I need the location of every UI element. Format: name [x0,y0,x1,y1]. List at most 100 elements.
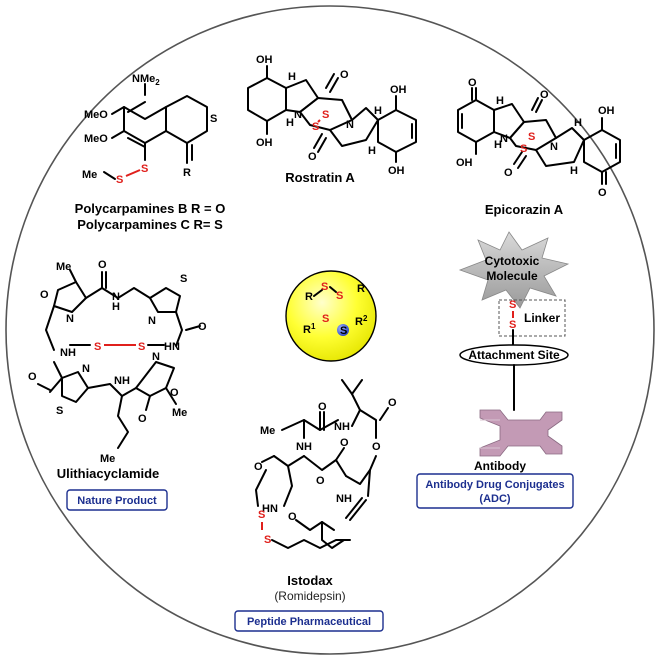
ulithia-s1: S [94,341,101,353]
svg-text:N: N [66,313,74,325]
svg-text:R1: R1 [303,322,316,336]
polycarpamines-c-label: Polycarpamines C R= S [77,217,223,232]
nature-product-box [66,489,168,511]
istodax-s2: S [264,534,271,546]
svg-text:H: H [570,165,578,177]
svg-text:S: S [56,405,63,417]
svg-text:Me: Me [56,261,71,273]
selenium-ball [337,324,349,336]
adc-label-2: (ADC) [479,493,510,505]
svg-text:O: O [468,77,477,89]
svg-text:OH: OH [390,84,407,96]
ulithia-s2: S [138,341,145,353]
svg-text:O: O [254,461,263,473]
svg-text:O: O [372,441,381,453]
istodax-label: Istodax [287,573,333,588]
svg-text:HN: HN [164,341,180,353]
svg-text:OH: OH [256,137,273,149]
svg-text:Me: Me [172,407,187,419]
svg-text:O: O [598,187,607,199]
rostratin-s2: S [312,121,319,133]
svg-text:Me: Me [100,453,115,465]
svg-text:R: R [305,291,313,303]
svg-text:N: N [82,363,90,375]
polycarpamines-structure: NMe2 MeO MeO S R S S Me [82,73,217,186]
svg-text:O: O [318,401,327,413]
svg-text:H: H [574,117,582,129]
adc-s1: S [509,299,516,311]
svg-text:O: O [28,371,37,383]
ulithiacyclamide-label: Ulithiacyclamide [57,466,160,481]
svg-text:HN: HN [262,503,278,515]
svg-text:O: O [340,437,349,449]
svg-text:N: N [148,315,156,327]
svg-text:NH: NH [334,421,350,433]
meo-label-2: MeO [84,133,108,145]
svg-text:OH: OH [256,54,273,66]
svg-text:S: S [322,313,329,325]
svg-text:R2: R2 [355,314,368,328]
svg-text:H: H [286,117,294,129]
svg-text:H: H [374,105,382,117]
svg-text:O: O [340,69,349,81]
epicorazin-s2: S [520,143,527,155]
svg-text:O: O [504,167,513,179]
adc-box [416,473,574,509]
linker-box [498,299,566,337]
svg-text:O: O [540,89,549,101]
svg-text:O: O [388,397,397,409]
svg-text:H: H [494,139,502,151]
svg-text:S: S [180,273,187,285]
outer-circle [5,5,655,655]
me-label: Me [82,169,97,181]
svg-text:NH: NH [336,493,352,505]
ring-s-label: S [210,113,217,125]
svg-text:S: S [336,290,343,302]
r-label: R [183,167,191,179]
svg-text:O: O [40,289,49,301]
svg-text:O: O [98,259,107,271]
svg-text:O: O [198,321,207,333]
meo-label-1: MeO [84,109,108,121]
disulfide-s2: S [116,174,123,186]
antibody-icon [479,409,563,457]
svg-text:N: N [346,119,354,131]
epicorazin-label: Epicorazin A [485,202,564,217]
epicorazin-structure: O O O O N N S S OH OH H H H H [456,77,621,199]
svg-text:NH: NH [60,347,76,359]
svg-text:NMe2: NMe2 [132,73,160,87]
svg-text:H: H [368,145,376,157]
svg-text:NH: NH [296,441,312,453]
disulfide-diselenide-ball: R S S R R1 S S R2 [285,270,377,362]
svg-text:H: H [288,71,296,83]
svg-text:Me: Me [260,425,275,437]
svg-text:N: N [152,351,160,363]
svg-text:R: R [357,283,365,295]
svg-text:S: S [340,325,347,337]
svg-text:O: O [170,387,179,399]
svg-text:OH: OH [388,165,405,177]
ulithiacyclamide-structure: O N Me O H N S N O HN NH S S O N S [28,259,207,465]
cytotoxic-star [458,231,570,309]
svg-text:OH: OH [456,157,473,169]
svg-text:N: N [294,109,302,121]
epicorazin-s1: S [528,131,535,143]
nature-product-label: Nature Product [77,495,157,507]
svg-text:O: O [308,151,317,163]
adc-label-1: Antibody Drug Conjugates [425,479,564,491]
rostratin-label: Rostratin A [285,170,355,185]
svg-text:O: O [138,413,147,425]
peptide-pharmaceutical-label: Peptide Pharmaceutical [247,616,371,628]
adc-s2: S [509,319,516,331]
polycarpamines-b-label: Polycarpamines B R = O [75,201,226,216]
attachment-site-label: Attachment Site [468,348,560,362]
svg-text:O: O [316,475,325,487]
linker-label: Linker [524,311,560,325]
romidepsin-label: (Romidepsin) [274,589,345,603]
cytotoxic-label-2: Molecule [486,269,538,283]
istodax-s1: S [258,509,265,521]
svg-text:O: O [288,511,297,523]
svg-text:NH: NH [114,375,130,387]
svg-text:OH: OH [598,105,615,117]
